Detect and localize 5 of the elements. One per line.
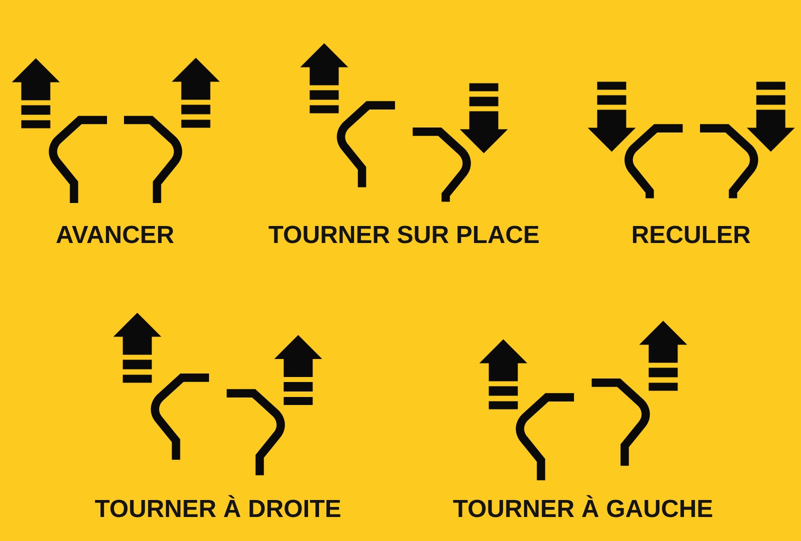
caption: TOURNER À DROITE [95,495,340,518]
caption: AVANCER [56,226,174,244]
caption: TOURNER SUR PLACE [268,226,539,244]
caption: RECULER [632,226,750,244]
caption: TOURNER À GAUCHE [453,495,712,518]
